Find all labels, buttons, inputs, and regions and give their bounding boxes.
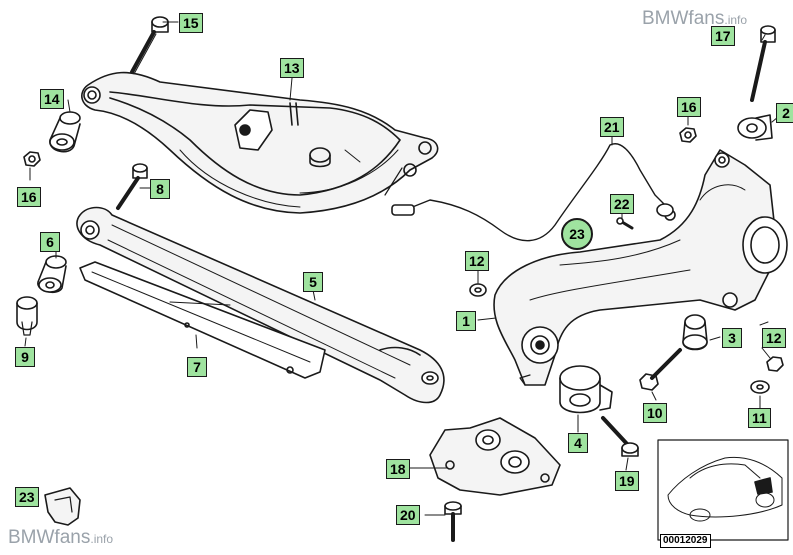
label-part-1[interactable]: 1 — [456, 311, 476, 331]
bolt-10 — [639, 348, 682, 391]
label-part-3[interactable]: 3 — [722, 328, 742, 348]
bushing-9 — [16, 296, 38, 336]
label-part-23-callout[interactable]: 23 — [561, 218, 593, 250]
bushing-14 — [49, 111, 81, 153]
bolt-8 — [116, 163, 148, 210]
mount-18 — [429, 417, 561, 496]
nut-16-right — [679, 127, 697, 143]
washer-12-top — [469, 283, 487, 297]
label-part-17[interactable]: 17 — [711, 26, 735, 46]
lower-trailing-arm — [76, 206, 445, 404]
sensor-cable-21 — [391, 143, 674, 242]
diagram-reference-number: 00012029 — [660, 534, 711, 548]
label-part-9[interactable]: 9 — [15, 347, 35, 367]
watermark-bottom: BMWfans.info — [8, 527, 114, 548]
clip-23 — [44, 487, 81, 526]
label-part-19[interactable]: 19 — [615, 471, 639, 491]
label-part-12-right[interactable]: 12 — [762, 328, 786, 348]
nut-12-right — [750, 356, 784, 394]
label-part-7[interactable]: 7 — [187, 357, 207, 377]
label-part-16-right[interactable]: 16 — [677, 97, 701, 117]
bolt-19 — [601, 416, 639, 457]
upper-control-arm — [81, 71, 439, 214]
label-part-2[interactable]: 2 — [776, 103, 793, 123]
wheel-carrier — [493, 149, 788, 386]
bushing-6 — [37, 255, 67, 294]
label-part-4[interactable]: 4 — [568, 433, 588, 453]
label-part-15[interactable]: 15 — [179, 13, 203, 33]
label-part-23[interactable]: 23 — [15, 487, 39, 507]
bolt-17 — [750, 25, 776, 102]
label-part-12-top[interactable]: 12 — [465, 251, 489, 271]
label-part-13[interactable]: 13 — [280, 58, 304, 78]
label-part-6[interactable]: 6 — [40, 232, 60, 252]
bushing-4 — [559, 365, 613, 414]
watermark-top: BMWfans.info — [642, 8, 748, 29]
label-part-8[interactable]: 8 — [150, 179, 170, 199]
label-part-20[interactable]: 20 — [396, 505, 420, 525]
label-part-14[interactable]: 14 — [40, 89, 64, 109]
label-part-5[interactable]: 5 — [303, 272, 323, 292]
label-part-11[interactable]: 11 — [748, 408, 771, 428]
bushing-3 — [682, 314, 708, 351]
leader-lines — [24, 21, 779, 516]
screw-22 — [616, 217, 634, 230]
label-part-22[interactable]: 22 — [610, 194, 634, 214]
trim-strip-7 — [79, 261, 326, 379]
label-part-21[interactable]: 21 — [600, 117, 624, 137]
bushing-2 — [737, 114, 773, 141]
label-part-18[interactable]: 18 — [386, 459, 410, 479]
bolt-15 — [130, 16, 169, 75]
bolt-20 — [444, 501, 462, 542]
label-part-10[interactable]: 10 — [643, 403, 667, 423]
label-part-16-left[interactable]: 16 — [17, 187, 41, 207]
vehicle-inset — [657, 439, 789, 541]
nut-16-left — [23, 151, 41, 167]
